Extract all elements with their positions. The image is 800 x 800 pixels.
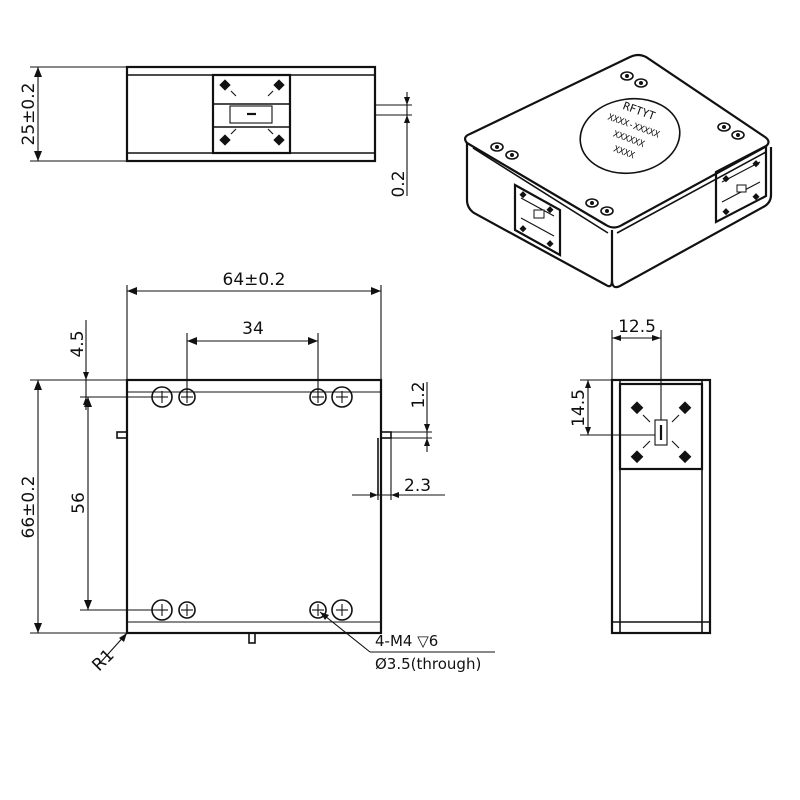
isometric-view: RFTYT XXXX-XXXXX XXXXXX XXXX — [463, 53, 773, 289]
product-label — [579, 97, 681, 175]
width-dim: 64±0.2 — [223, 270, 286, 290]
end-height-dim: 14.5 — [569, 389, 589, 427]
mount-holes — [151, 386, 353, 621]
end-view: 12.5 14.5 — [569, 317, 712, 635]
top-view: 64±0.2 34 4.5 56 66±0.2 1.2 — [19, 270, 495, 676]
label-line3: XXXX — [612, 145, 636, 162]
tab-dim: 2.3 — [404, 476, 431, 496]
hole-edge-offset-dim: 4.5 — [68, 330, 88, 357]
corner-radius-dim: R1 — [88, 645, 118, 675]
side-height-dim: 25±0.2 — [19, 83, 39, 146]
side-view: 25±0.2 0.2 — [19, 65, 412, 198]
side-gap-dim: 0.2 — [389, 170, 409, 197]
through-note: Ø3.5(through) — [375, 655, 481, 673]
hole-spacing-x-dim: 34 — [242, 319, 264, 339]
thread-note: 4-M4 ▽6 — [375, 632, 438, 650]
hole-spacing-y-dim: 56 — [69, 492, 89, 514]
height-dim: 66±0.2 — [19, 476, 39, 539]
end-width-dim: 12.5 — [618, 317, 656, 337]
step-dim: 1.2 — [409, 381, 429, 408]
